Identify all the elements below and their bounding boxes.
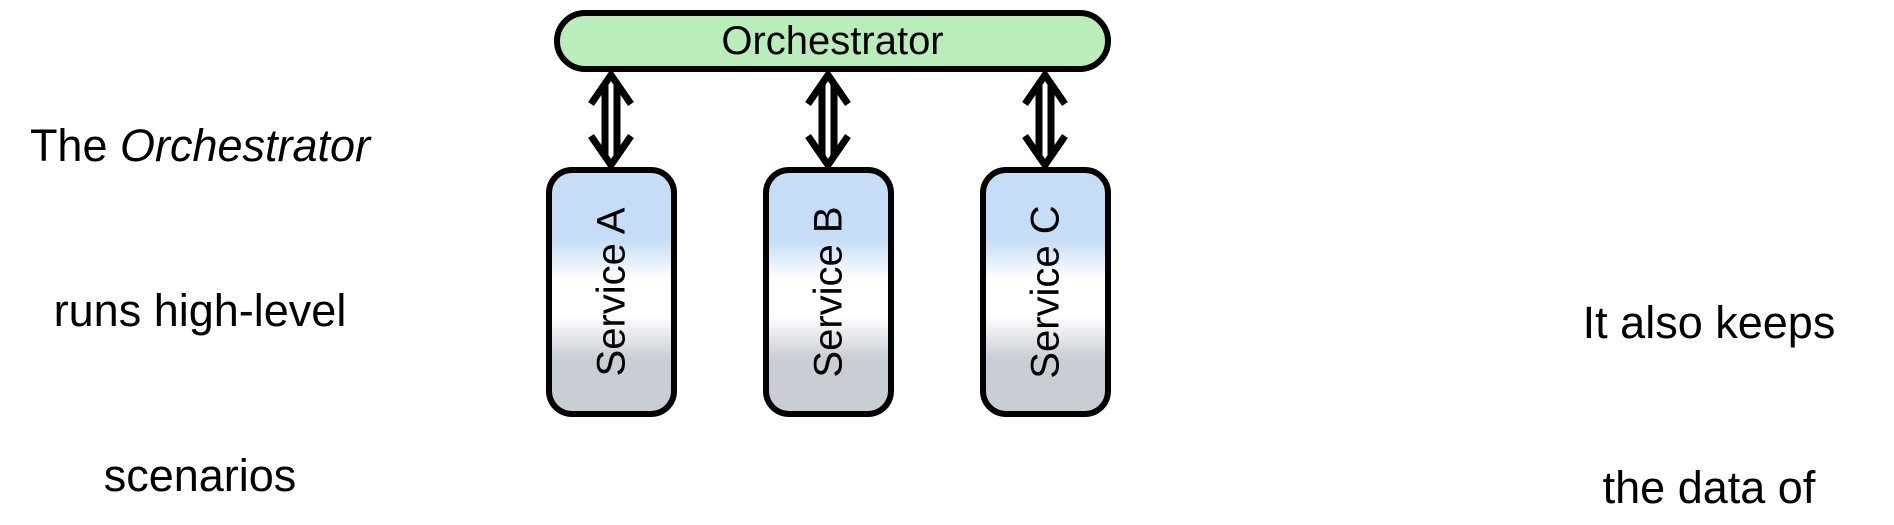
service-node-a[interactable]: Service A bbox=[546, 167, 677, 417]
caption-right-line-2: the data of bbox=[1602, 462, 1816, 513]
caption-left-line-2: runs high-level bbox=[53, 285, 347, 336]
service-a-label: Service A bbox=[589, 207, 634, 377]
double-arrow-icon bbox=[588, 72, 634, 168]
double-arrow-icon bbox=[805, 72, 851, 168]
caption-left-line-1-prefix: The bbox=[29, 120, 120, 171]
service-c-label: Service C bbox=[1023, 205, 1068, 379]
caption-left-line-1: The Orchestrator bbox=[0, 118, 400, 173]
orchestrator-label: Orchestrator bbox=[721, 19, 944, 63]
connector-orchestrator-service-c bbox=[1017, 72, 1073, 168]
caption-left-line-3: scenarios bbox=[103, 450, 297, 501]
service-b-label: Service B bbox=[806, 206, 851, 378]
connector-orchestrator-service-b bbox=[800, 72, 856, 168]
service-node-b[interactable]: Service B bbox=[763, 167, 894, 417]
service-node-c[interactable]: Service C bbox=[980, 167, 1111, 417]
caption-left: The Orchestrator runs high-level scenari… bbox=[0, 8, 400, 525]
caption-right-line-1: It also keeps bbox=[1582, 297, 1836, 348]
caption-left-line-1-emphasis: Orchestrator bbox=[119, 120, 371, 171]
double-arrow-icon bbox=[1022, 72, 1068, 168]
orchestrator-node[interactable]: Orchestrator bbox=[554, 10, 1111, 72]
connector-orchestrator-service-a bbox=[583, 72, 639, 168]
caption-right: It also keeps the data of the services c… bbox=[1524, 185, 1894, 525]
